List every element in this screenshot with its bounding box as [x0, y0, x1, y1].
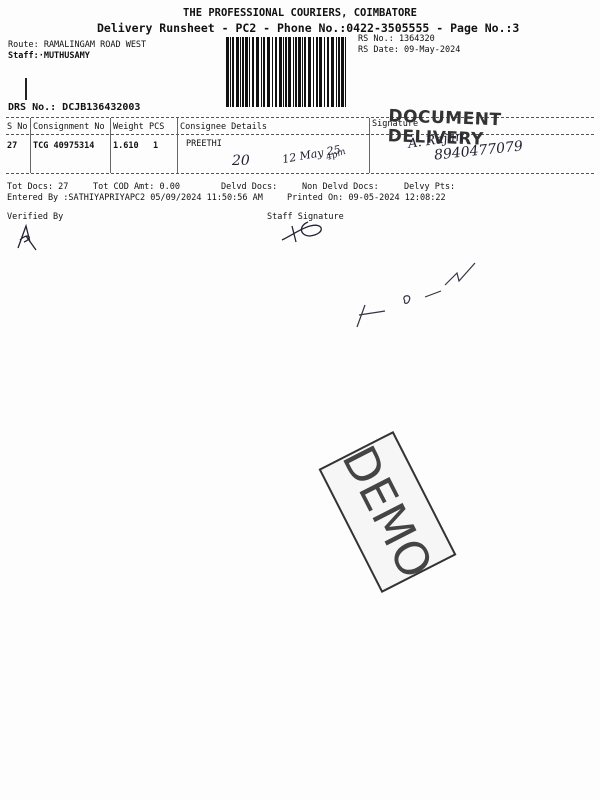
delvd-docs: Delvd Docs:	[221, 182, 278, 192]
divider	[6, 134, 594, 135]
barcode-bar	[316, 37, 318, 107]
col-line	[30, 118, 31, 173]
barcode-bar	[338, 37, 340, 107]
row-sno: 27	[7, 141, 18, 151]
staff: Staff:·MUTHUSAMY	[8, 51, 90, 61]
barcode-bar	[331, 37, 334, 107]
barcode-bar	[236, 37, 239, 107]
drs-no: DRS No.: DCJB136432003	[8, 102, 141, 113]
barcode-bar	[319, 37, 322, 107]
barcode-bar	[293, 37, 294, 107]
barcode-bar	[327, 37, 329, 107]
handwritten-note: 20	[232, 153, 250, 169]
barcode-bar	[341, 37, 344, 107]
tot-docs: Tot Docs: 27	[7, 182, 69, 192]
barcode-bar	[256, 37, 259, 107]
barcode-bar	[295, 37, 297, 107]
staff-signature-label: Staff Signature	[267, 212, 344, 222]
barcode-bar	[313, 37, 314, 107]
barcode-bar	[272, 37, 273, 107]
barcode-bar	[230, 37, 231, 107]
barcode-bar	[279, 37, 282, 107]
verifier-signature	[17, 223, 37, 251]
divider	[6, 117, 594, 118]
handwritten-scribble	[356, 262, 476, 328]
route: Route: RAMALINGAM ROAD WEST	[8, 40, 147, 50]
divider	[6, 173, 594, 174]
barcode-bar	[304, 37, 306, 107]
barcode-bar	[240, 37, 241, 107]
col-line	[177, 118, 178, 173]
row-consignee: PREETHI	[186, 139, 222, 149]
barcode-bar	[285, 37, 287, 107]
barcode-bar	[261, 37, 262, 107]
row-weight: 1.610	[113, 141, 139, 151]
barcode-bar	[283, 37, 284, 107]
demo-watermark: DEMO	[318, 431, 457, 593]
barcode-bar	[275, 37, 277, 107]
row-consignment: TCG 40975314	[33, 141, 95, 151]
col-pcs: PCS	[149, 122, 165, 132]
printed-on: Printed On: 09-05-2024 12:08:22	[287, 193, 446, 203]
tot-cod: Tot COD Amt: 0.00	[93, 182, 180, 192]
barcode	[226, 37, 346, 107]
entered-by: Entered By :SATHIYAPRIYAPC2 05/09/2024 1…	[7, 193, 263, 203]
staff-signature	[281, 221, 322, 243]
delvy-pts: Delvy Pts:	[404, 182, 456, 192]
col-line	[110, 118, 111, 173]
barcode-bar	[242, 37, 244, 107]
barcode-bar	[226, 37, 229, 107]
barcode-bar	[302, 37, 303, 107]
barcode-bar	[263, 37, 265, 107]
barcode-bar	[232, 37, 234, 107]
barcode-bar	[252, 37, 254, 107]
barcode-bar	[298, 37, 301, 107]
barcode-bar	[345, 37, 346, 107]
col-sno: S No	[7, 122, 28, 132]
col-signature: Signature	[372, 119, 419, 129]
non-delvd-docs: Non Delvd Docs:	[302, 182, 379, 192]
col-line	[369, 118, 370, 173]
barcode-bar	[324, 37, 325, 107]
rs-date: RS Date: 09-May-2024	[358, 45, 461, 55]
runsheet-subtitle: Delivery Runsheet - PC2 - Phone No.:0422…	[97, 21, 520, 35]
barcode-bar	[336, 37, 337, 107]
mark	[25, 78, 27, 100]
barcode-bar	[308, 37, 311, 107]
col-consignee: Consignee Details	[180, 122, 267, 132]
barcode-bar	[245, 37, 248, 107]
rs-no: RS No.: 1364320	[358, 34, 435, 44]
verified-by-label: Verified By	[7, 212, 64, 222]
barcode-bar	[249, 37, 250, 107]
barcode-bar	[267, 37, 270, 107]
barcode-bar	[288, 37, 291, 107]
col-consignment: Consignment No	[33, 122, 105, 132]
row-pcs: 1	[153, 141, 159, 151]
col-weight: Weight	[113, 122, 144, 132]
company-title: THE PROFESSIONAL COURIERS, COIMBATORE	[183, 7, 417, 19]
